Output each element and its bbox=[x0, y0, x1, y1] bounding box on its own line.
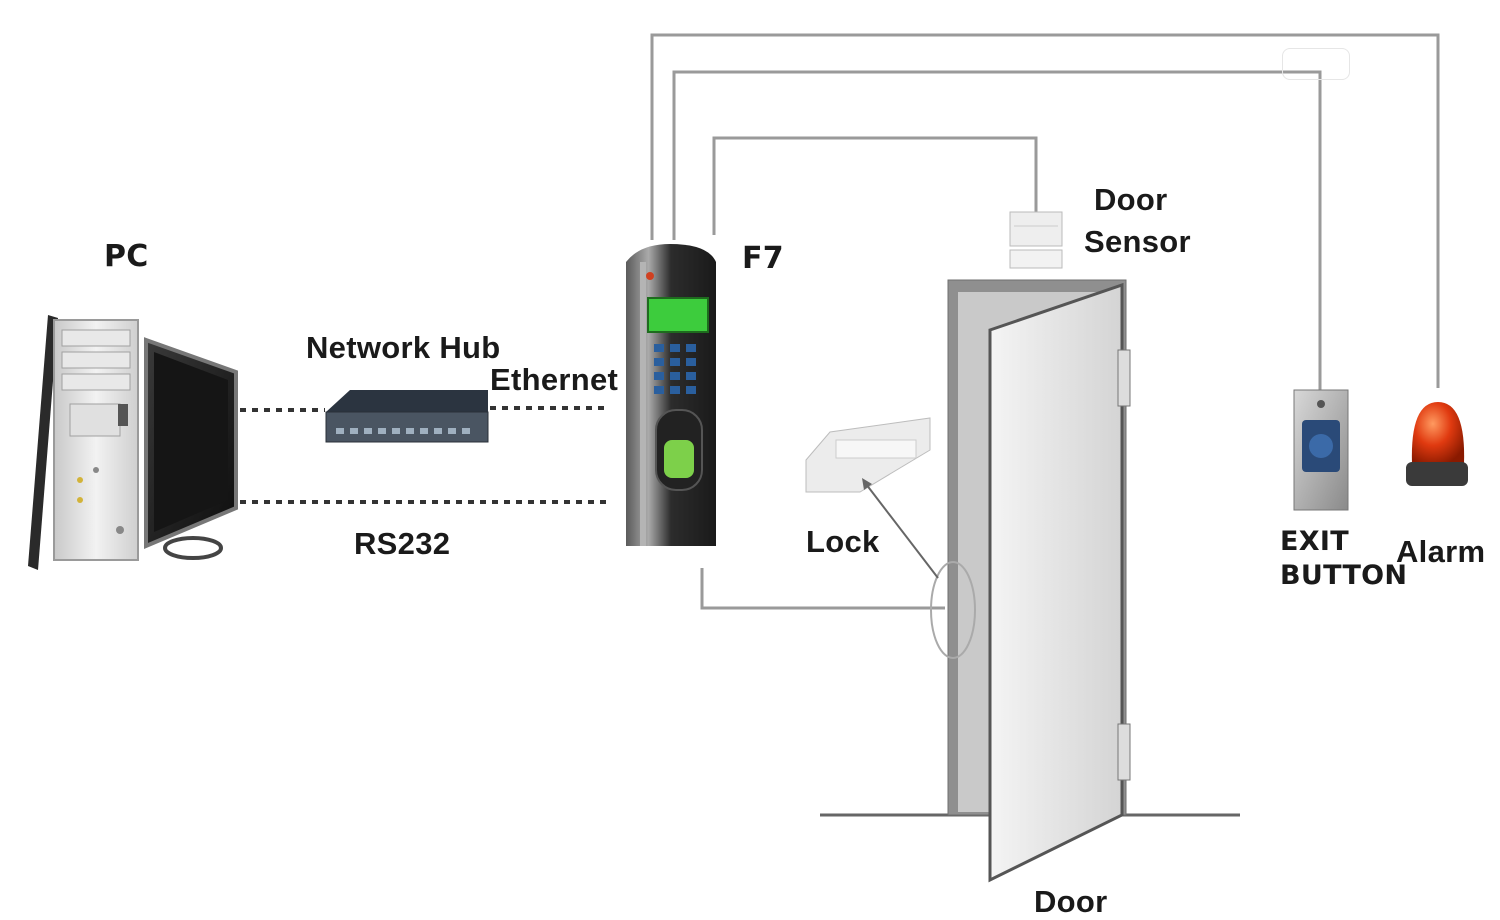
alarm-icon bbox=[1406, 402, 1468, 486]
door-sensor-label-line2: Sensor bbox=[1084, 224, 1191, 259]
network-links bbox=[240, 406, 606, 504]
alarm-label: Alarm bbox=[1396, 534, 1486, 569]
door-sensor-icon bbox=[1009, 211, 1063, 269]
control-wires bbox=[650, 33, 1440, 610]
wire-to-door-sensor bbox=[712, 136, 1038, 235]
door-icon bbox=[820, 279, 1240, 883]
door-label: Door bbox=[1034, 884, 1108, 919]
watermark-badge bbox=[1282, 48, 1350, 80]
f7-label: F7 bbox=[742, 241, 784, 276]
f7-terminal-icon bbox=[626, 244, 716, 546]
network-hub-label: Network Hub bbox=[306, 330, 501, 365]
lock-icon bbox=[805, 417, 939, 579]
wire-to-exit-button bbox=[672, 70, 1322, 390]
wire-to-lock bbox=[700, 568, 945, 610]
network-hub-icon bbox=[325, 390, 489, 443]
rs232-label: RS232 bbox=[354, 526, 451, 561]
door-sensor-label-line1: Door bbox=[1094, 182, 1168, 217]
lock-label: Lock bbox=[806, 524, 880, 559]
wire-to-alarm bbox=[650, 33, 1440, 388]
exit-button-label-line1: EXIT bbox=[1280, 526, 1349, 557]
exit-button-icon bbox=[1293, 389, 1349, 511]
exit-button-label-line2: BUTTON bbox=[1280, 560, 1408, 591]
pc-label: PC bbox=[104, 239, 149, 274]
ethernet-label: Ethernet bbox=[490, 362, 619, 397]
pc-icon bbox=[28, 315, 238, 570]
